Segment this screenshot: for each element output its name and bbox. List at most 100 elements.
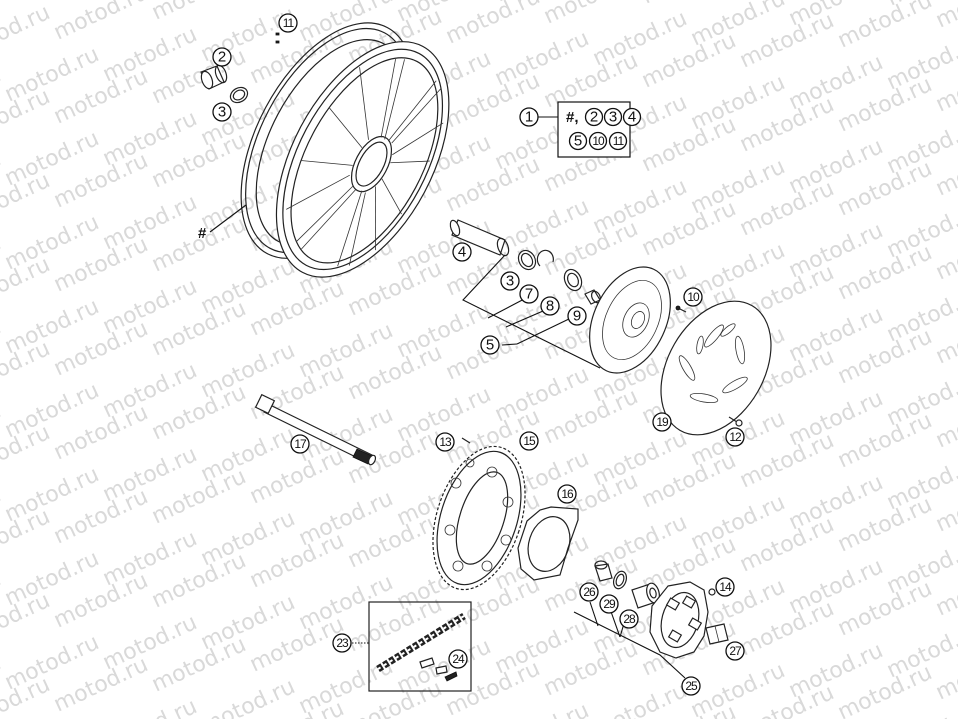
part-29-seal <box>612 570 628 590</box>
svg-text:11: 11 <box>283 16 295 30</box>
svg-text:#,: #, <box>566 109 579 126</box>
callout-17: 17 <box>290 434 310 454</box>
callout-19: 19 <box>652 412 672 432</box>
callout-25: 25 <box>681 676 701 696</box>
watermark-text: motod.ru <box>246 0 348 5</box>
part-8-bearing <box>563 268 583 292</box>
svg-text:12: 12 <box>729 430 742 444</box>
svg-text:15: 15 <box>523 434 536 448</box>
rear-wheel-rim <box>240 22 450 278</box>
chain-box <box>349 601 472 692</box>
svg-text:26: 26 <box>583 585 596 599</box>
part-2-bushing <box>200 64 228 90</box>
kit-legend: 1 #, 2 3 4 5 10 11 <box>519 101 642 158</box>
svg-text:19: 19 <box>656 415 669 429</box>
callout-4: 4 <box>452 242 472 262</box>
callout-14: 14 <box>715 577 735 597</box>
svg-text:1: 1 <box>525 109 533 126</box>
watermark-text: motod.ru <box>0 0 54 65</box>
svg-text:2: 2 <box>218 49 226 66</box>
callout-9: 9 <box>567 306 587 326</box>
svg-text:10: 10 <box>592 134 605 148</box>
svg-text:24: 24 <box>452 652 465 666</box>
svg-text:8: 8 <box>546 298 554 315</box>
callout-1: 1 <box>519 107 539 127</box>
svg-text:11: 11 <box>613 134 625 148</box>
svg-text:5: 5 <box>486 337 494 354</box>
part-11-fittings <box>275 32 280 44</box>
callout-24: 24 <box>448 649 468 669</box>
callout-27: 27 <box>725 641 745 661</box>
svg-text:16: 16 <box>561 487 574 501</box>
svg-text:4: 4 <box>458 244 466 261</box>
watermark-text: motod.ru <box>589 678 691 719</box>
watermark-text: motod.ru <box>1 0 103 3</box>
svg-text:7: 7 <box>525 286 533 303</box>
callout-28: 28 <box>619 609 639 629</box>
part-14-nut <box>708 588 716 596</box>
part-4-distance-sleeve <box>449 219 510 257</box>
svg-text:3: 3 <box>506 273 514 290</box>
svg-text:29: 29 <box>603 597 616 611</box>
callout-12: 12 <box>725 427 745 447</box>
callout-26: 26 <box>579 582 599 602</box>
callout-3-top: 3 <box>212 102 232 122</box>
brake-disc-carrier <box>589 266 671 374</box>
part-13-screw <box>461 437 471 444</box>
watermark-text: motod.ru <box>883 702 958 719</box>
watermark-text: motod.ru <box>442 0 544 49</box>
watermark-text: motod.ru <box>197 674 299 719</box>
watermark-text: motod.ru <box>50 0 152 45</box>
svg-text:3: 3 <box>218 104 226 121</box>
callout-5: 5 <box>480 335 500 355</box>
callout-3: 3 <box>500 271 520 291</box>
callout-29: 29 <box>599 594 619 614</box>
part-27-damper <box>705 623 729 645</box>
svg-text:13: 13 <box>439 435 452 449</box>
part-15-rear-sprocket <box>432 445 526 591</box>
callout-23: 23 <box>332 633 352 653</box>
svg-text:9: 9 <box>573 308 581 325</box>
callouts: 11 2 3 4 3 7 8 9 5 10 19 12 17 13 15 16 … <box>212 13 745 696</box>
callout-11: 11 <box>278 13 298 33</box>
part-3-seal-ring-top <box>229 86 249 104</box>
callout-7: 7 <box>519 284 539 304</box>
part-10-screw <box>675 305 687 313</box>
svg-text:14: 14 <box>719 580 732 594</box>
callout-13: 13 <box>435 432 455 452</box>
watermark-text: motod.ru <box>491 698 593 719</box>
callout-2: 2 <box>212 47 232 67</box>
watermark-text: motod.ru <box>932 0 958 33</box>
svg-text:4: 4 <box>628 109 636 126</box>
part-16-gasket <box>517 506 579 581</box>
callout-16: 16 <box>557 484 577 504</box>
svg-text:17: 17 <box>294 437 307 451</box>
watermark-text: motod.ru <box>834 0 936 53</box>
svg-text:3: 3 <box>609 109 617 126</box>
sprocket-carrier <box>649 581 709 659</box>
svg-text:2: 2 <box>590 109 598 126</box>
svg-text:10: 10 <box>687 290 700 304</box>
part-26-bushing <box>594 560 613 582</box>
watermark-text: motod.ru <box>148 0 250 25</box>
part-12-screw <box>728 416 743 427</box>
part-7-circlip <box>536 249 554 267</box>
part-3-seal-ring <box>517 249 537 271</box>
svg-text:28: 28 <box>623 612 636 626</box>
watermark-text: motod.ru <box>638 0 740 9</box>
part-28-bearing <box>631 582 660 609</box>
part-19-brake-disc <box>660 300 772 436</box>
hash-callout: # <box>198 204 247 242</box>
watermark-text: motod.ru <box>1 714 103 719</box>
svg-text:27: 27 <box>729 644 742 658</box>
svg-text:#: # <box>198 225 207 242</box>
watermark-text: motod.ru <box>99 694 201 719</box>
part-17-wheel-spindle <box>254 393 377 466</box>
callout-10: 10 <box>683 287 703 307</box>
watermark-text: motod.ru <box>540 0 642 29</box>
svg-text:23: 23 <box>336 636 349 650</box>
svg-text:25: 25 <box>685 679 698 693</box>
callout-15: 15 <box>519 431 539 451</box>
